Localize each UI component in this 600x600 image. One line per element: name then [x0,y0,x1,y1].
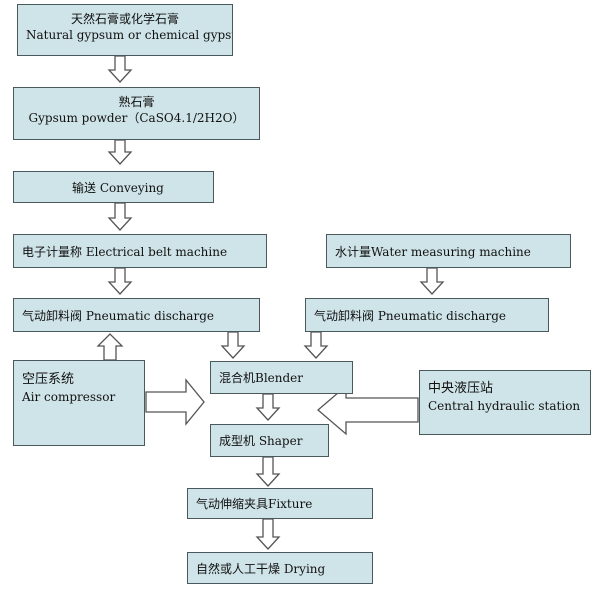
node-fixture: 气动伸缩夹具Fixture [187,488,373,519]
node-blender-label: 混合机Blender [219,371,304,385]
arrow-down [107,202,133,231]
node-blender: 混合机Blender [210,361,353,394]
arrow-down [107,55,133,83]
arrow-down [419,267,445,295]
arrow-left [317,384,419,436]
arrow-down [220,331,246,359]
node-hydraulic-station-zh: 中央液压站 [428,381,494,396]
arrow-down [255,393,281,421]
node-fixture-label: 气动伸缩夹具Fixture [196,497,313,511]
node-air-compressor: 空压系统 Air compressor [13,360,145,446]
node-pneumatic-discharge-left: 气动卸料阀 Pneumatic discharge [13,298,260,332]
node-air-compressor-en: Air compressor [22,389,116,404]
arrow-down [255,518,281,550]
node-belt-machine-label: 电子计量称 Electrical belt machine [22,245,228,259]
node-belt-machine: 电子计量称 Electrical belt machine [13,234,267,268]
node-hydraulic-station: 中央液压站 Central hydraulic station [419,370,591,435]
arrow-down [255,456,281,487]
node-hydraulic-station-en: Central hydraulic station [428,398,581,413]
node-air-compressor-zh: 空压系统 [22,372,75,387]
node-gypsum-powder: 熟石膏 Gypsum powder（CaSO4.1/2H2O） [13,87,260,140]
node-raw-gypsum: 天然石膏或化学石膏 Natural gypsum or chemical gyp… [17,4,233,56]
node-raw-gypsum-zh: 天然石膏或化学石膏 [70,12,179,26]
arrow-down [303,331,329,359]
node-raw-gypsum-en: Natural gypsum or chemical gypsum [26,28,233,43]
arrow-up [96,333,124,361]
node-shaper: 成型机 Shaper [210,424,329,457]
node-water-measuring-label: 水计量Water measuring machine [335,245,531,259]
arrow-right [145,378,205,426]
node-pneumatic-discharge-right: 气动卸料阀 Pneumatic discharge [305,298,549,332]
node-gypsum-powder-en: Gypsum powder（CaSO4.1/2H2O） [28,111,245,126]
arrow-down [107,139,133,165]
node-drying-label: 自然或人工干燥 Drying [196,562,326,576]
node-pneumatic-discharge-left-label: 气动卸料阀 Pneumatic discharge [22,309,214,323]
node-drying: 自然或人工干燥 Drying [187,552,373,584]
node-conveying-label: 输送 Conveying [72,181,164,195]
node-gypsum-powder-zh: 熟石膏 [118,95,155,109]
node-conveying: 输送 Conveying [13,171,214,203]
node-water-measuring: 水计量Water measuring machine [326,234,571,268]
node-shaper-label: 成型机 Shaper [219,434,303,448]
node-pneumatic-discharge-right-label: 气动卸料阀 Pneumatic discharge [314,309,506,323]
arrow-down [107,267,133,295]
